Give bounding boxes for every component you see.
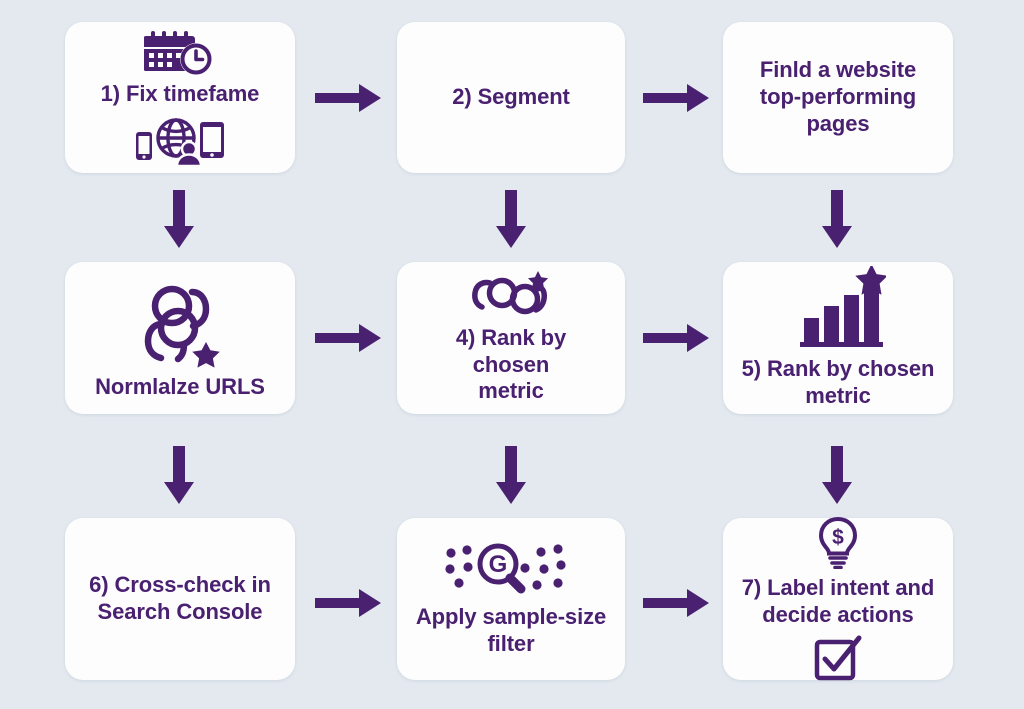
flow-node-label: Finld a website top-performing pages	[759, 57, 917, 136]
flow-node-rank-by-metric-5[interactable]: 5) Rank by chosen metric	[723, 262, 953, 414]
arrow-down-icon	[816, 188, 858, 250]
globe-devices-audience-icon	[132, 114, 228, 166]
arrow-right-icon	[641, 78, 713, 118]
flow-node-label: Apply sample-size filter	[415, 604, 607, 656]
flow-node-label: 5) Rank by chosen metric	[741, 356, 935, 408]
svg-text:$: $	[832, 526, 844, 549]
flow-node-cross-check-search-console[interactable]: 6) Cross-check in Search Console	[65, 518, 295, 680]
arrow-right-icon	[313, 78, 385, 118]
flow-node-find-top-pages[interactable]: Finld a website top-performing pages	[723, 22, 953, 173]
flow-node-fix-timeframe[interactable]: 1) Fix timefame	[65, 22, 295, 173]
arrow-right-icon	[313, 318, 385, 358]
lightbulb-dollar-icon: $	[813, 517, 863, 570]
arrow-down-icon	[158, 444, 200, 506]
calendar-clock-icon	[144, 29, 216, 76]
arrow-down-icon	[490, 188, 532, 250]
linked-loops-star-icon	[132, 276, 228, 368]
checkbox-check-icon	[814, 635, 862, 681]
flow-node-apply-sample-size-filter[interactable]: G Apply sample-size filter	[397, 518, 625, 680]
arrow-right-icon	[641, 583, 713, 623]
arrow-down-icon	[816, 444, 858, 506]
arrow-right-icon	[641, 318, 713, 358]
magnifier-g-dots-icon: G	[445, 540, 577, 598]
flow-node-label: 6) Cross-check in Search Console	[89, 572, 271, 624]
flow-node-normalize-urls[interactable]: Normlalze URLS	[65, 262, 295, 414]
flow-node-label: 7) Label intent and decide actions	[741, 575, 935, 627]
flow-node-rank-by-metric-4[interactable]: 4) Rank by chosen metric	[397, 262, 625, 414]
arrow-down-icon	[158, 188, 200, 250]
flow-node-label: Normlalze URLS	[95, 373, 265, 399]
flow-node-segment[interactable]: 2) Segment	[397, 22, 625, 173]
flow-node-label-intent-decide-actions[interactable]: $ 7) Label intent and decide actions	[723, 517, 953, 681]
arrow-right-icon	[313, 583, 385, 623]
flow-node-label: 2) Segment	[452, 84, 570, 110]
svg-text:G: G	[489, 551, 508, 578]
flow-node-label: 1) Fix timefame	[100, 81, 260, 107]
linked-loops-star-icon	[468, 270, 554, 319]
bar-chart-star-icon	[790, 266, 886, 350]
arrow-down-icon	[490, 444, 532, 506]
flow-node-label: 4) Rank by chosen metric	[455, 324, 567, 404]
